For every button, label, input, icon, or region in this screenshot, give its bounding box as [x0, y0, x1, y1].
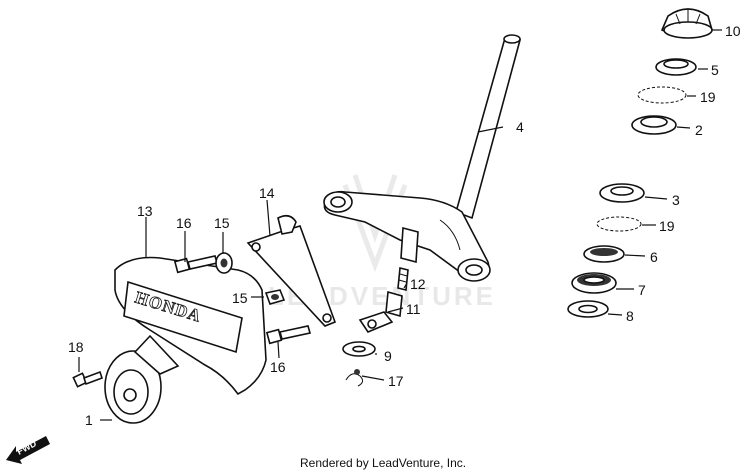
- bottom-ball-race[interactable]: [599, 183, 645, 203]
- stem-bolt[interactable]: [397, 266, 409, 292]
- leader-lines: [78, 29, 722, 421]
- callout-8[interactable]: 8: [626, 308, 634, 324]
- steering-stem-nut[interactable]: [660, 8, 713, 39]
- steering-stem[interactable]: [323, 34, 522, 282]
- callout-16-upper[interactable]: 16: [176, 215, 192, 231]
- bracket-bolt-upper[interactable]: [173, 255, 219, 274]
- callout-1[interactable]: 1: [85, 412, 93, 428]
- callout-12[interactable]: 12: [410, 276, 426, 292]
- horn[interactable]: [104, 334, 180, 424]
- callout-9[interactable]: 9: [384, 348, 392, 364]
- callout-13[interactable]: 13: [137, 203, 153, 219]
- callout-10[interactable]: 10: [725, 23, 741, 39]
- lock-assembly[interactable]: [358, 290, 403, 333]
- callout-19-lower[interactable]: 19: [659, 218, 675, 234]
- dust-seal-washer[interactable]: [567, 300, 609, 318]
- upper-steel-balls[interactable]: [637, 86, 687, 104]
- forward-arrow: FWD: [6, 436, 50, 464]
- emblem-cover[interactable]: HONDA: [114, 256, 267, 396]
- callout-7[interactable]: 7: [638, 282, 646, 298]
- bracket-nut-lower[interactable]: [264, 289, 286, 305]
- callout-11[interactable]: 11: [406, 301, 421, 317]
- callout-3[interactable]: 3: [672, 192, 680, 208]
- top-cone-race[interactable]: [655, 58, 697, 76]
- callout-18[interactable]: 18: [68, 339, 84, 355]
- callout-2[interactable]: 2: [695, 122, 703, 138]
- callout-19-upper[interactable]: 19: [700, 89, 716, 105]
- callout-4[interactable]: 4: [516, 119, 524, 135]
- lock-washer[interactable]: [342, 341, 376, 357]
- callout-6[interactable]: 6: [650, 249, 658, 265]
- callout-17[interactable]: 17: [388, 373, 404, 389]
- callout-15-lower[interactable]: 15: [232, 290, 248, 306]
- horn-bracket[interactable]: [246, 214, 337, 327]
- callout-5[interactable]: 5: [711, 62, 719, 78]
- top-ball-race[interactable]: [631, 115, 677, 135]
- credit-line: Rendered by LeadVenture, Inc.: [300, 456, 466, 470]
- callout-16-lower[interactable]: 16: [270, 359, 286, 375]
- dust-seal[interactable]: [571, 272, 617, 294]
- lower-steel-balls[interactable]: [596, 216, 642, 232]
- bracket-bolt-lower[interactable]: [265, 325, 312, 345]
- bottom-cone-race[interactable]: [583, 245, 625, 263]
- spring-clip[interactable]: [345, 369, 364, 387]
- horn-bolt[interactable]: [72, 370, 104, 388]
- callout-15-upper[interactable]: 15: [214, 215, 230, 231]
- callout-14[interactable]: 14: [259, 185, 275, 201]
- bracket-nut-upper[interactable]: [215, 252, 233, 274]
- callouts: 4 10 5 19 2 3 19 6 7 8 13 16 15 14 15 16…: [68, 23, 741, 428]
